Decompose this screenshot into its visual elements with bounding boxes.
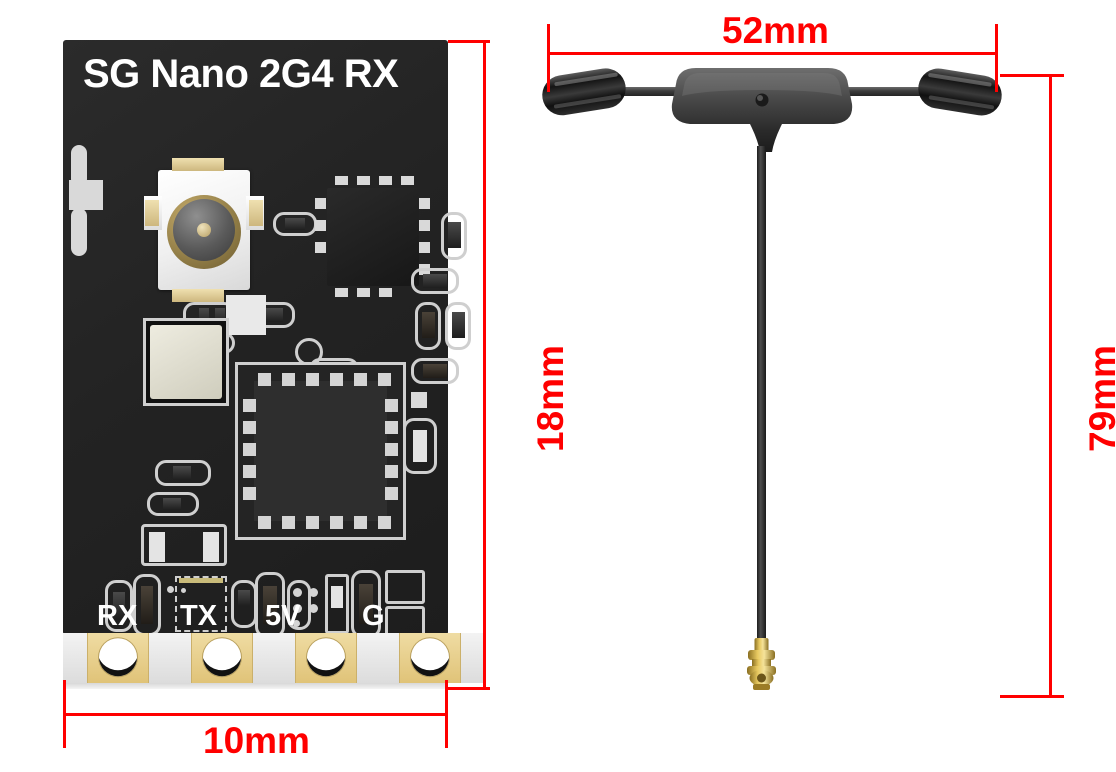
- pad-tx: [191, 633, 253, 683]
- dim-ext-antbottom: [1000, 695, 1064, 698]
- component-outline: [325, 574, 349, 634]
- chip-pad: [315, 220, 326, 231]
- smd-body: [413, 430, 427, 462]
- via: [181, 588, 186, 593]
- board-silkscreen-title: SG Nano 2G4 RX: [83, 52, 399, 96]
- chip-pad: [335, 176, 348, 185]
- component-outline: [385, 570, 425, 604]
- smd-body: [423, 274, 447, 288]
- dim-line-width: [63, 713, 448, 716]
- smd-body: [331, 586, 343, 608]
- via: [293, 588, 302, 597]
- smd-body: [203, 532, 219, 562]
- component-outline: [175, 576, 227, 632]
- chip-pad: [419, 242, 430, 253]
- smd-body: [149, 532, 165, 562]
- dim-label-width: 10mm: [203, 720, 310, 761]
- dim-ext-antleft: [547, 24, 550, 92]
- edge-pad: [71, 208, 87, 256]
- smd-body: [265, 308, 283, 322]
- smd-outline: [441, 212, 467, 260]
- pin-label-tx: TX: [180, 600, 218, 632]
- dim-label-height: 18mm: [530, 345, 571, 452]
- dim-label-antenna-span: 52mm: [722, 10, 829, 51]
- smd-body: [285, 218, 305, 230]
- via: [167, 586, 174, 593]
- chip-pad: [379, 176, 392, 185]
- dim-ext-antright: [995, 24, 998, 92]
- smd-outline: [155, 460, 211, 486]
- edge-pad: [71, 145, 87, 187]
- smd-outline: [445, 302, 471, 350]
- chip-pad: [401, 176, 414, 185]
- component-outline: [141, 524, 227, 566]
- dim-label-antenna-length: 79mm: [1082, 345, 1116, 452]
- smd-body: [226, 295, 266, 335]
- rf-chip: [327, 188, 419, 286]
- smd-body: [448, 222, 461, 248]
- smd-body: [263, 586, 277, 624]
- smd-outline: [411, 358, 459, 384]
- chip-pad: [315, 242, 326, 253]
- dim-line-antenna-length: [1049, 74, 1052, 698]
- smd-outline: [411, 268, 459, 294]
- dim-ext-top: [448, 40, 490, 43]
- chip-pad: [419, 198, 430, 209]
- smd-body: [422, 312, 435, 338]
- dim-line-height: [483, 40, 486, 690]
- smd-body: [141, 586, 153, 624]
- chip-pad: [357, 176, 370, 185]
- dim-ext-anttop: [1000, 74, 1064, 77]
- ipex-plug-icon: [747, 638, 776, 690]
- receiver-pcb: SG Nano 2G4 RX: [63, 40, 471, 638]
- pad-g: [399, 633, 461, 683]
- smd-outline: [403, 418, 437, 474]
- castellated-pad-strip: [63, 633, 485, 683]
- smd-body: [359, 584, 373, 624]
- via: [309, 604, 318, 613]
- chip-pad: [379, 288, 392, 297]
- smd-body: [238, 590, 250, 606]
- smd-outline: [147, 492, 199, 516]
- component-marking: [179, 578, 223, 583]
- component-outline: [385, 606, 425, 636]
- smd-body: [113, 592, 125, 620]
- chip-pad: [335, 288, 348, 297]
- pad-5v: [295, 633, 357, 683]
- pin-label-5v: 5V: [265, 600, 301, 632]
- ufl-antenna-connector-icon: [144, 158, 264, 302]
- smd-body: [423, 364, 447, 378]
- pin-label-rx: RX: [97, 600, 138, 632]
- smd-body: [452, 312, 465, 338]
- dim-ext-bottom: [448, 687, 490, 690]
- chip-pad: [419, 220, 430, 231]
- smd-outline: [415, 302, 441, 350]
- pad-rx: [87, 633, 149, 683]
- mcu-chip: [235, 362, 406, 540]
- smd-body: [173, 466, 191, 480]
- smd-body: [199, 308, 209, 324]
- chip-pad: [315, 198, 326, 209]
- via: [293, 620, 300, 627]
- smd-outline: [105, 580, 133, 632]
- via: [309, 588, 318, 597]
- chip-pad: [357, 288, 370, 297]
- pcb-bottom-edge: [63, 683, 448, 689]
- smd-body: [163, 498, 181, 510]
- crystal-oscillator: [143, 318, 229, 406]
- via: [293, 604, 302, 613]
- dim-line-antenna-span: [547, 52, 998, 55]
- pin-label-g: G: [362, 600, 385, 632]
- smd-body: [215, 308, 225, 324]
- edge-pad: [69, 180, 103, 210]
- edge-pad: [411, 392, 427, 408]
